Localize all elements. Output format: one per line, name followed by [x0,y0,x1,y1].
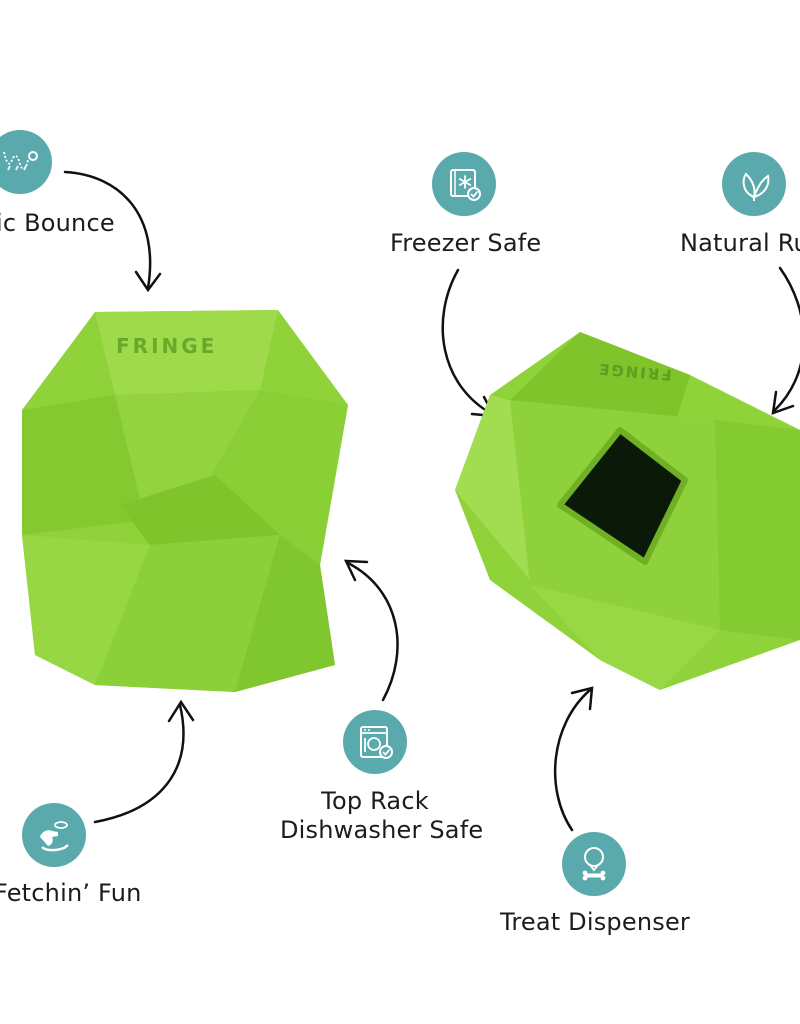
arrow-fetch-head [167,699,195,723]
treat-bone-icon [582,847,606,881]
rubber-label: Natural Rubb [680,229,800,257]
arrow-fetch [93,703,185,824]
freezer-icon-circle [432,152,496,216]
toy-side-facet-right [715,420,800,640]
leaf-icon [742,172,770,201]
fetch-icon-circle [22,803,86,867]
toy-front-facet-mid [120,475,280,545]
toy-front-facet-bottom-left [22,535,150,685]
toy-front-facet-bottom-right [235,535,335,692]
toy-front-facet-bottom-center [95,535,280,692]
bounce-label: ic Bounce [0,209,115,237]
dishwasher-label-line1: Top Rack [321,787,429,815]
toy-side-view: FRINGE [455,332,800,690]
arrow-treat [553,688,592,832]
dog-fetch-icon [40,821,69,852]
rubber-icon-circle [722,152,786,216]
dishwasher-label-line2: Dishwasher Safe [280,816,484,844]
toy-front-facet-left [22,395,145,535]
treat-icon-circle [562,832,626,896]
toy-side-facet-top [510,332,690,440]
bounce-icon [3,151,38,171]
toy-side-facet-bottom [530,585,720,690]
fetch-label: Fetchin’ Fun [0,879,142,907]
toy-front-facet-center [115,390,260,520]
arrow-dishwasher [346,561,399,702]
treat-label: Treat Dispenser [500,908,690,936]
bounce-icon-circle [0,130,52,194]
arrow-bounce-head [134,270,162,293]
toy-front-brand: FRINGE [116,334,217,358]
toy-front-view: FRINGE [22,310,348,692]
toy-front-facet-top [95,310,278,395]
dishwasher-icon [360,726,393,759]
treat-hole [557,427,688,565]
freezer-icon [450,169,481,201]
toy-front-facet-right [200,390,348,565]
freezer-label: Freezer Safe [390,229,542,257]
toy-side-facet-left [455,395,530,580]
dishwasher-icon-circle [343,710,407,774]
